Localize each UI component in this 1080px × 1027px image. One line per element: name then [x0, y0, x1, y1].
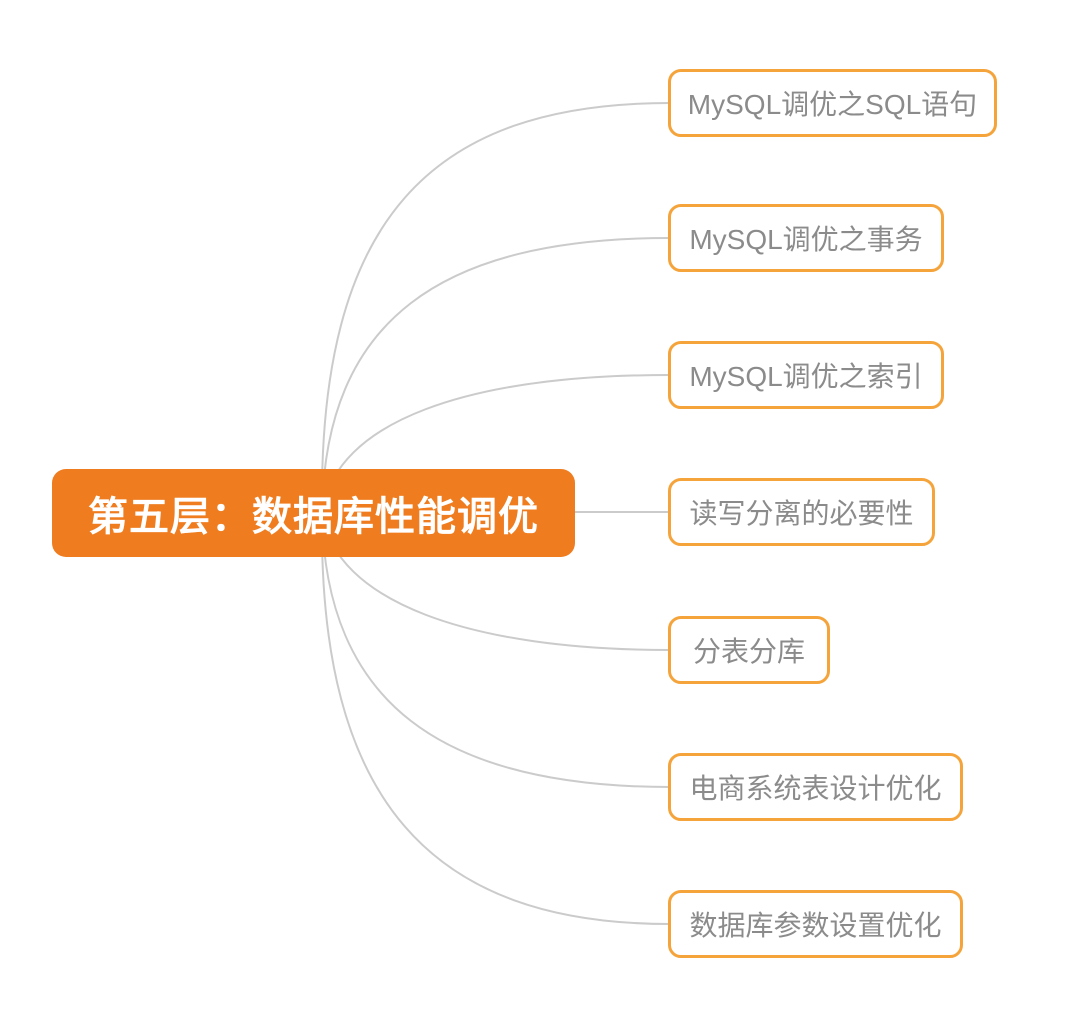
child-node-ecommerce-table-design[interactable]: 电商系统表设计优化	[668, 753, 963, 821]
child-node-sharding[interactable]: 分表分库	[668, 616, 830, 684]
child-node-mysql-transaction[interactable]: MySQL调优之事务	[668, 204, 944, 272]
connector-root-to-child-6	[321, 512, 671, 788]
child-node-label: 分表分库	[692, 636, 805, 667]
connector-root-to-child-2	[321, 237, 671, 514]
child-node-label: MySQL调优之SQL语句	[687, 89, 978, 120]
root-node-label: 第五层：数据库性能调优	[88, 495, 539, 539]
connector-root-to-child-1	[320, 102, 671, 514]
child-node-mysql-index[interactable]: MySQL调优之索引	[668, 341, 944, 409]
child-node-mysql-sql[interactable]: MySQL调优之SQL语句	[668, 69, 997, 137]
child-node-label: 读写分离的必要性	[689, 498, 914, 529]
child-node-label: 电商系统表设计优化	[689, 773, 942, 804]
child-node-label: 数据库参数设置优化	[689, 910, 942, 941]
connector-root-to-child-7	[320, 512, 671, 925]
root-node[interactable]: 第五层：数据库性能调优	[52, 469, 575, 557]
child-node-label: MySQL调优之事务	[689, 224, 923, 255]
child-node-db-parameter-tuning[interactable]: 数据库参数设置优化	[668, 890, 963, 958]
child-node-read-write-split[interactable]: 读写分离的必要性	[668, 478, 935, 546]
child-node-label: MySQL调优之索引	[689, 361, 923, 392]
